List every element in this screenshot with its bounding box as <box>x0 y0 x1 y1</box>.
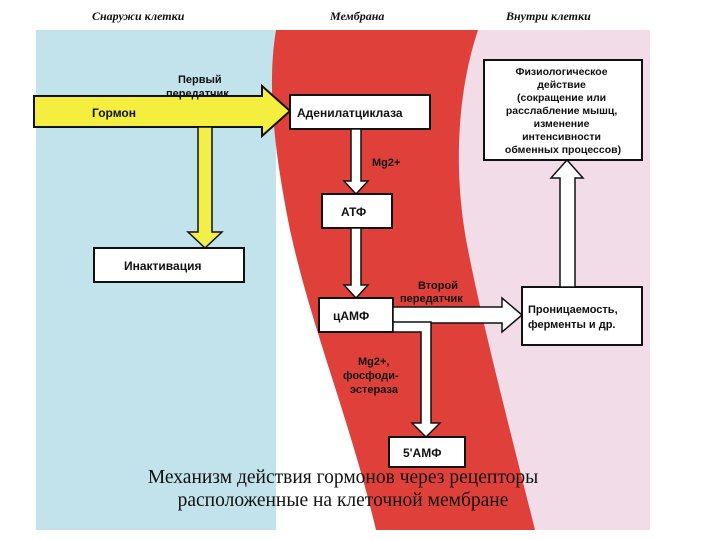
first-messenger-label: Первый передатчик <box>166 74 229 100</box>
camp-label: цАМФ <box>333 309 369 323</box>
camp-to-amp-arrow <box>392 321 442 439</box>
camp-box <box>318 297 394 333</box>
mg-label-1: Mg2+ <box>372 157 400 169</box>
hormone-arrow <box>33 83 292 139</box>
cell-membrane <box>271 30 535 530</box>
second-messenger-label: Второй передатчик <box>400 280 463 305</box>
permeability-to-effect-arrow <box>549 158 585 288</box>
ac-to-atp-arrow <box>342 128 370 196</box>
inactivation-box <box>93 247 245 283</box>
header-membrane: Мембрана <box>330 9 385 23</box>
caption: Механизм действия гормонов через рецепто… <box>36 466 650 512</box>
hormone-label: Гормон <box>92 106 136 120</box>
adenylate-cyclase-label: Аденилатциклаза <box>297 106 403 120</box>
adenylate-cyclase-box <box>289 94 431 130</box>
permeability-label: Проницаемость, ферменты и др. <box>528 304 621 331</box>
caption-line-1: Механизм действия гормонов через рецепто… <box>147 467 539 488</box>
permeability-box <box>521 286 643 346</box>
atp-to-camp-arrow <box>342 227 370 300</box>
mg-phosphodiesterase-label: Mg2+, фосфоди- эстераза <box>343 356 402 396</box>
physiological-effect-label: Физиологическое действие (сокращение или… <box>505 66 621 156</box>
atp-label: АТФ <box>341 205 366 219</box>
amp5-label: 5'АМФ <box>403 446 441 460</box>
amp5-box <box>388 436 466 468</box>
physiological-effect-box <box>483 59 643 161</box>
header-inside: Внутри клетки <box>506 9 591 23</box>
inactivation-arrow <box>186 126 224 250</box>
caption-line-2: расположенные на клеточной мембране <box>177 490 509 511</box>
header-outside: Снаружи клетки <box>92 9 185 23</box>
inactivation-label: Инактивация <box>124 259 201 273</box>
